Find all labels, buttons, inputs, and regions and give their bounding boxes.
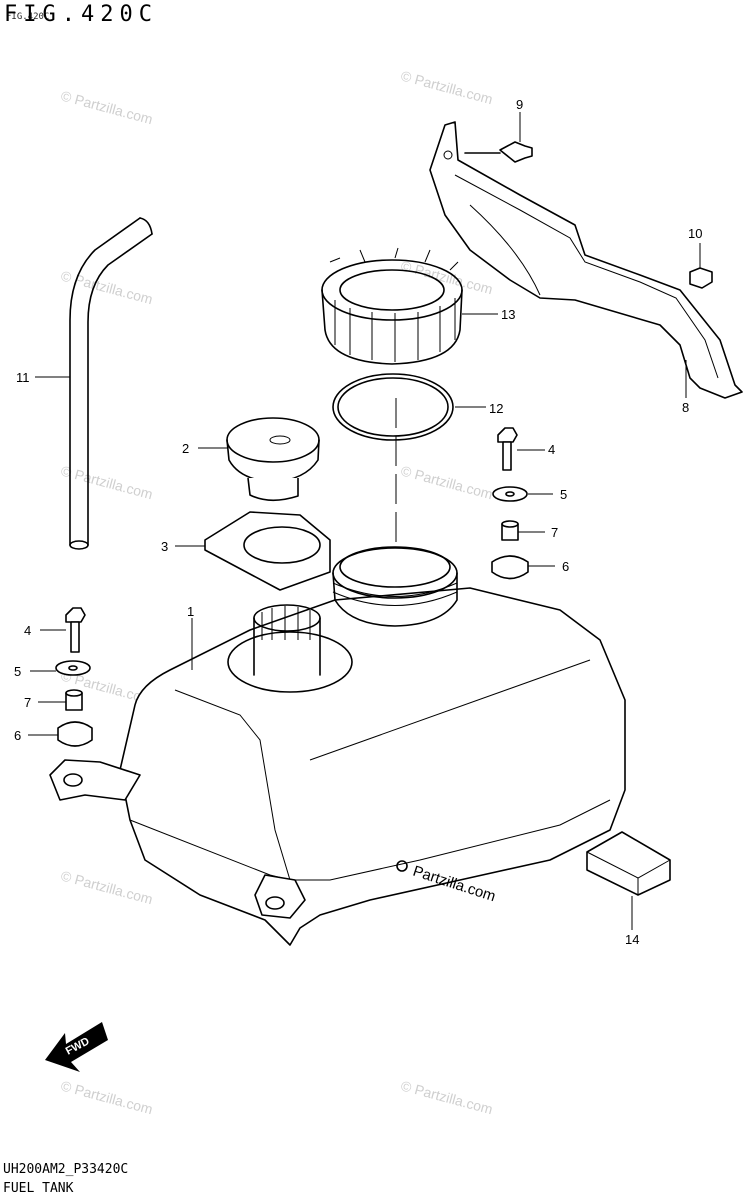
callout-11: 11 [16,370,30,385]
callout-9: 9 [516,97,523,112]
callout-12: 12 [489,401,503,416]
watermark: © Partzilla.com [59,1077,154,1117]
watermark: © Partzilla.com [399,1077,494,1117]
callout-13: 13 [501,307,515,322]
callout-4: 4 [548,442,555,457]
part-12-o-ring [332,373,486,545]
part-9-clip [464,112,533,163]
part-3-plate [175,511,331,591]
callout-3: 3 [161,539,168,554]
callout-8: 8 [682,400,689,415]
figure-code: UH200AM2_P33420C [3,1162,129,1177]
callout-6: 6 [562,559,569,574]
watermark: © Partzilla.com [399,257,494,297]
part-1-fuel-tank [49,546,626,946]
fwd-arrow: FWD [45,1022,108,1072]
figure-title-small: FIG.420C [6,12,50,22]
callout-5-left: 5 [14,664,21,679]
callout-2: 2 [182,441,189,456]
callout-7: 7 [551,525,558,540]
watermark: © Partzilla.com [399,67,494,107]
callout-6-left: 6 [14,728,21,743]
part-2-fuel-cap [198,417,320,502]
watermark: © Partzilla.com [59,87,154,127]
part-8-cover [429,121,743,399]
callout-1: 1 [187,604,194,619]
figure-name: FUEL TANK [3,1181,74,1196]
callouts: 1 2 3 4 5 6 7 8 9 10 11 12 13 14 4 5 7 6 [14,97,702,947]
part-14-block [586,831,671,930]
watermark: © Partzilla.com [399,462,494,502]
callout-10: 10 [688,226,702,241]
hardware-left [28,607,93,747]
part-10-grommet [689,243,713,289]
callout-14: 14 [625,932,639,947]
figure-title: FIG.420C [4,2,158,27]
callout-7-left: 7 [24,695,31,710]
watermark: © Partzilla.com [59,867,154,907]
callout-4-left: 4 [24,623,31,638]
watermark: © Partzilla.com [59,462,154,502]
callout-5: 5 [560,487,567,502]
leader-lines [35,360,687,398]
part-13-ring-nut [321,247,498,365]
part-11-hose [69,217,153,550]
hardware-right [491,427,555,580]
